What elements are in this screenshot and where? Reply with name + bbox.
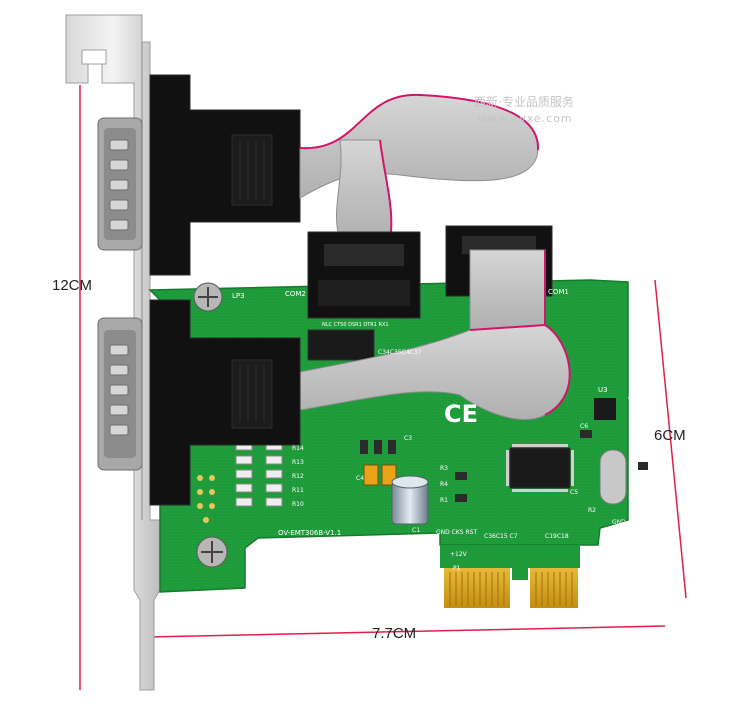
chip-u3 bbox=[594, 398, 616, 420]
label-ce: CE bbox=[444, 400, 478, 428]
width-label: 7.7CM bbox=[372, 625, 416, 642]
watermark-line1: 西新·专业品质服务 bbox=[474, 94, 574, 109]
tantalum-cap-1 bbox=[363, 464, 379, 486]
screw-bottom bbox=[196, 536, 228, 568]
label-caps-c: C19C18 bbox=[545, 533, 569, 540]
dimension-lines bbox=[79, 85, 687, 690]
crystal bbox=[599, 449, 627, 505]
electrolytic-capacitor bbox=[391, 475, 429, 525]
label-c3: C3 bbox=[404, 435, 412, 442]
label-c8: C8 bbox=[640, 503, 648, 510]
label-c5: C5 bbox=[570, 489, 578, 496]
label-r13: R13 bbox=[292, 459, 304, 466]
ribbon-cable-bottom bbox=[299, 249, 571, 420]
label-r14: R14 bbox=[292, 445, 304, 452]
label-c6: C6 bbox=[580, 423, 588, 430]
board-height-label: 6CM bbox=[654, 427, 686, 444]
label-r11: R11 bbox=[292, 487, 304, 494]
label-lp3: LP3 bbox=[232, 292, 245, 300]
gold-fingers bbox=[440, 545, 580, 608]
screw-top bbox=[193, 282, 223, 312]
label-caps-a: C34C35C4C37 bbox=[378, 349, 422, 356]
label-com1: COM1 bbox=[548, 288, 569, 296]
label-gnd: GND bbox=[612, 519, 626, 526]
ribbon-cable-top bbox=[299, 93, 540, 241]
label-com2: COM2 bbox=[285, 290, 306, 298]
label-c21: C21 bbox=[628, 395, 640, 402]
chip-main bbox=[509, 447, 571, 489]
label-cks: GND CKS RST bbox=[436, 529, 477, 536]
label-caps-b: C36C15 C7 bbox=[484, 533, 518, 540]
label-model: OV-EMT306B-V1.1 bbox=[278, 529, 341, 537]
label-r1: R1 bbox=[440, 497, 448, 504]
label-u3: U3 bbox=[598, 386, 608, 394]
label-c4: C4 bbox=[356, 475, 364, 482]
chip-left bbox=[307, 329, 375, 361]
db9-connector-top bbox=[97, 74, 301, 276]
height-label: 12CM bbox=[52, 277, 92, 294]
watermark-line2: www.ovxe.com bbox=[478, 112, 573, 125]
label-r10: R10 bbox=[292, 501, 304, 508]
label-plus12v: +12V bbox=[450, 551, 468, 558]
idc-connector-left bbox=[307, 231, 421, 319]
label-r4: R4 bbox=[440, 481, 448, 488]
label-p1: P1 bbox=[453, 565, 461, 572]
label-r2: R2 bbox=[588, 507, 596, 514]
label-c12: C12 bbox=[636, 455, 648, 462]
label-c1: C1 bbox=[412, 527, 420, 534]
label-r12: R12 bbox=[292, 473, 304, 480]
db9-connector-bottom bbox=[97, 299, 301, 506]
label-signals: NLC CTS0 DSR1 DTR1 RX1 bbox=[322, 322, 389, 328]
silkscreen-labels: LP3 COM2 COM1 NLC CTS0 DSR1 DTR1 RX1 C34… bbox=[232, 288, 648, 572]
label-r3: R3 bbox=[440, 465, 448, 472]
